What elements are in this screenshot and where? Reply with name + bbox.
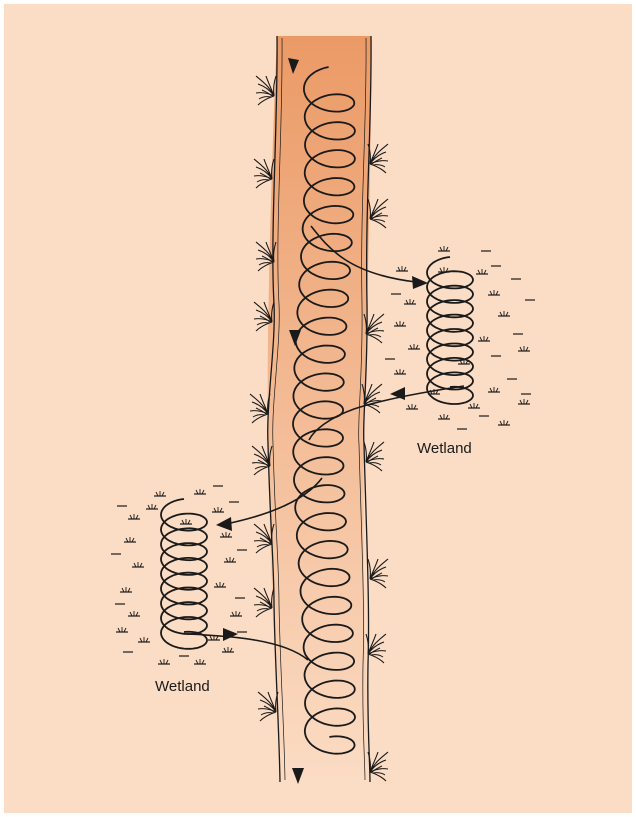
wetland-right-label: Wetland: [417, 440, 472, 457]
stream-wetland-diagram: Wetland Wetland: [4, 4, 632, 813]
marsh-grass-icon: [404, 299, 416, 304]
marsh-grass-icon: [132, 562, 144, 567]
wetland-right-helical-flow: [427, 257, 473, 404]
marsh-grass-icon: [116, 627, 128, 632]
marsh-grass-icon: [488, 387, 500, 392]
marsh-grass-icon: [220, 532, 232, 537]
grass-tuft-icon: [254, 159, 274, 188]
marsh-grass-icon: [518, 399, 530, 404]
marsh-grass-icon: [222, 647, 234, 652]
grass-tuft-icon: [368, 752, 388, 781]
grass-tuft-icon: [258, 692, 278, 721]
marsh-grass-icon: [214, 582, 226, 587]
grass-tuft-icon: [368, 199, 388, 228]
grass-tuft-icon: [250, 394, 270, 423]
arrowhead-icon: [223, 628, 238, 641]
marsh-grass-icon: [408, 344, 420, 349]
marsh-grass-icon: [154, 491, 166, 496]
wetland-left-helical-flow: [161, 499, 207, 649]
marsh-grass-icon: [194, 489, 206, 494]
marsh-grass-icon: [124, 537, 136, 542]
marsh-grass-icon: [518, 346, 530, 351]
marsh-grass-icon: [468, 403, 480, 408]
marsh-grass-icon: [230, 611, 242, 616]
marsh-grass-icon: [194, 659, 206, 664]
marsh-grass-icon: [438, 414, 450, 419]
marsh-grass-icon: [406, 404, 418, 409]
marsh-grass-icon: [146, 504, 158, 509]
marsh-grass-icon: [394, 321, 406, 326]
arrowhead-icon: [216, 517, 232, 531]
marsh-grass-icon: [394, 369, 406, 374]
grass-tuft-icon: [256, 76, 276, 105]
arrowhead-icon: [412, 276, 428, 289]
marsh-grass-icon: [138, 637, 150, 642]
marsh-grass-icon: [180, 519, 192, 524]
marsh-grass-icon: [498, 311, 510, 316]
diagram-canvas: [4, 4, 632, 813]
marsh-grass-icon: [478, 336, 490, 341]
marsh-grass-icon: [476, 269, 488, 274]
wetland-left-label: Wetland: [155, 678, 210, 695]
marsh-grass-icon: [128, 611, 140, 616]
marsh-grass-icon: [158, 659, 170, 664]
marsh-grass-icon: [396, 266, 408, 271]
marsh-grass-icon: [438, 246, 450, 251]
grass-tuft-icon: [368, 559, 388, 588]
grass-tuft-icon: [368, 144, 388, 173]
marsh-grass-icon: [488, 290, 500, 295]
marsh-grass-icon: [120, 587, 132, 592]
marsh-grass-icon: [128, 514, 140, 519]
marsh-grass-icon: [224, 557, 236, 562]
marsh-grass-icon: [498, 420, 510, 425]
grass-tuft-icon: [254, 588, 274, 617]
marsh-grass-icon: [212, 507, 224, 512]
grass-tuft-icon: [364, 442, 384, 471]
